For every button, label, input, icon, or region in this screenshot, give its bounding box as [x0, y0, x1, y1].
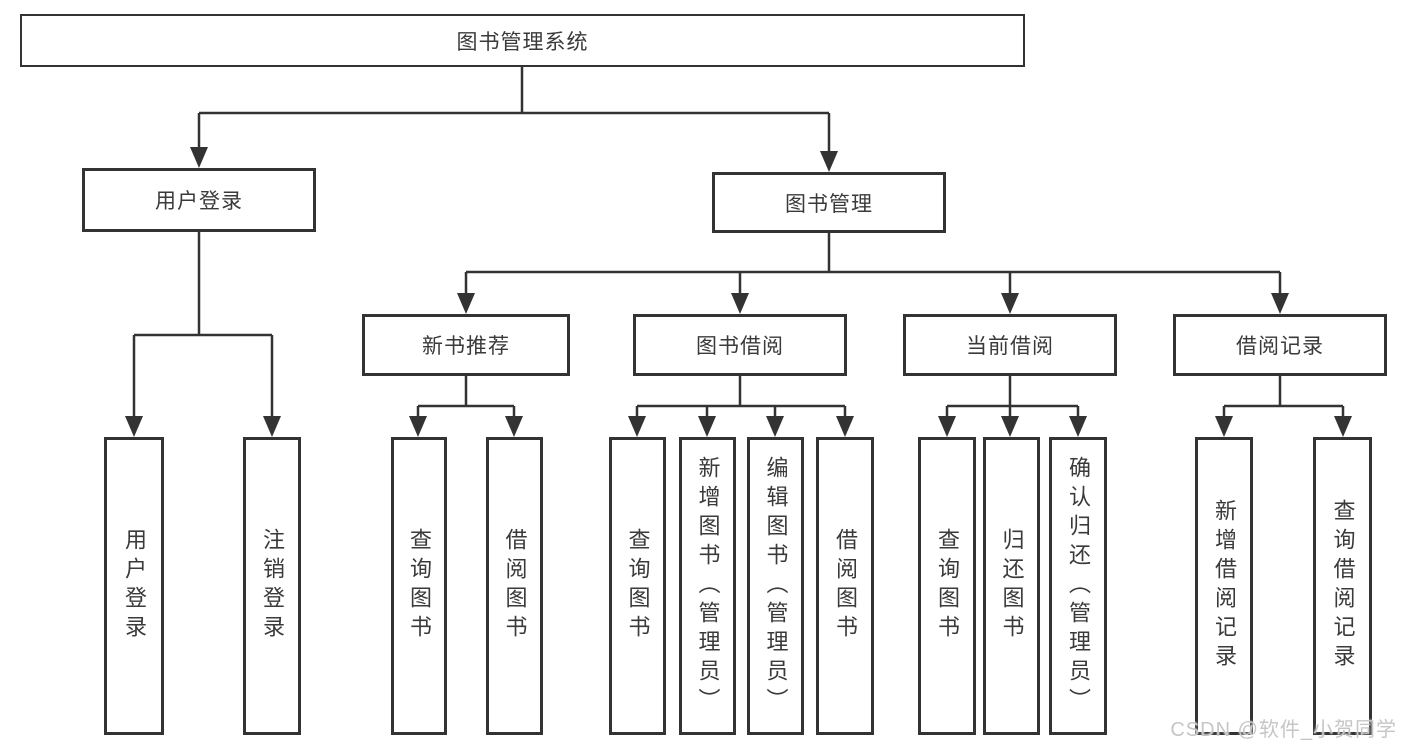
leaf-confirm-return-admin-label: 确认归还（管理员）	[1066, 455, 1091, 717]
node-borrowing-records: 借阅记录	[1173, 314, 1387, 376]
leaf-newbook-query: 查询图书	[391, 437, 447, 735]
node-user-login-label: 用户登录	[155, 190, 243, 213]
leaf-add-record: 新增借阅记录	[1195, 437, 1253, 735]
node-book-borrowing: 图书借阅	[633, 314, 847, 376]
csdn-watermark: CSDN @软件_小贺同学	[1170, 719, 1397, 741]
leaf-borrow-book: 借阅图书	[816, 437, 874, 735]
leaf-logout-label: 注销登录	[260, 528, 285, 644]
leaf-newbook-query-label: 查询图书	[407, 528, 432, 644]
leaf-borrow-query: 查询图书	[609, 437, 666, 735]
leaf-borrow-book-label: 借阅图书	[833, 528, 858, 644]
leaf-newbook-borrow: 借阅图书	[486, 437, 543, 735]
node-user-login: 用户登录	[82, 168, 316, 232]
leaf-query-record: 查询借阅记录	[1313, 437, 1372, 735]
leaf-edit-book-admin: 编辑图书（管理员）	[747, 437, 804, 735]
node-root: 图书管理系统	[20, 14, 1025, 67]
node-root-label: 图书管理系统	[456, 30, 589, 54]
leaf-borrow-query-label: 查询图书	[625, 528, 651, 644]
leaf-current-query-label: 查询图书	[935, 528, 960, 644]
node-new-book-recommend-label: 新书推荐	[422, 335, 510, 358]
leaf-logout: 注销登录	[243, 437, 301, 735]
leaf-current-query: 查询图书	[918, 437, 976, 735]
leaf-query-record-label: 查询借阅记录	[1330, 499, 1356, 673]
node-current-borrowing-label: 当前借阅	[966, 335, 1054, 358]
node-current-borrowing: 当前借阅	[903, 314, 1117, 376]
leaf-newbook-borrow-label: 借阅图书	[502, 528, 528, 644]
node-book-borrowing-label: 图书借阅	[696, 335, 784, 358]
leaf-add-record-label: 新增借阅记录	[1212, 499, 1237, 673]
leaf-user-login-label: 用户登录	[122, 528, 147, 644]
leaf-add-book-admin-label: 新增图书（管理员）	[695, 455, 721, 717]
leaf-return-book-label: 归还图书	[999, 528, 1025, 644]
node-book-management: 图书管理	[712, 172, 946, 233]
node-book-management-label: 图书管理	[785, 192, 873, 216]
leaf-return-book: 归还图书	[983, 437, 1040, 735]
leaf-confirm-return-admin: 确认归还（管理员）	[1049, 437, 1107, 735]
node-borrowing-records-label: 借阅记录	[1236, 335, 1324, 358]
leaf-edit-book-admin-label: 编辑图书（管理员）	[763, 455, 789, 717]
node-new-book-recommend: 新书推荐	[362, 314, 570, 376]
leaf-add-book-admin: 新增图书（管理员）	[679, 437, 736, 735]
leaf-user-login: 用户登录	[104, 437, 164, 735]
